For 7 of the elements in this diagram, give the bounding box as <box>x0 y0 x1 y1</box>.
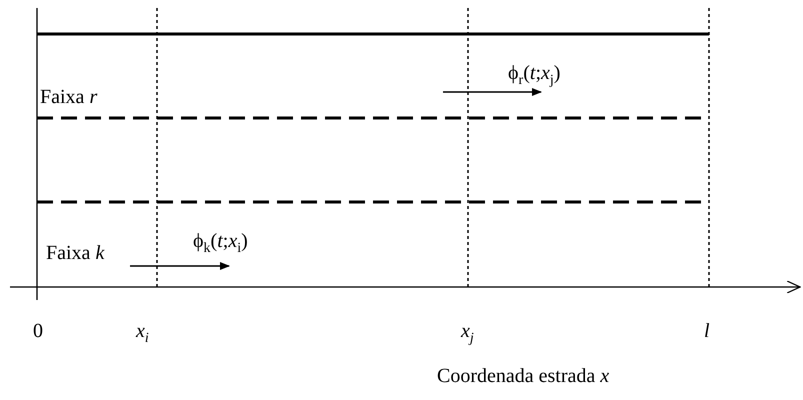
flux-label: ϕ$_{r}$(t;x$_{j}$) <box>508 62 560 88</box>
tick-label: x$_{j}$ <box>461 320 474 346</box>
tick-label: x$_{i}$ <box>136 320 149 346</box>
tick-label: l <box>704 320 710 342</box>
tick-label: 0 <box>33 320 43 342</box>
flux-label: ϕ$_{k}$(t;x$_{i}$) <box>193 230 248 256</box>
axis-title: Coordenada estrada x <box>437 365 610 387</box>
